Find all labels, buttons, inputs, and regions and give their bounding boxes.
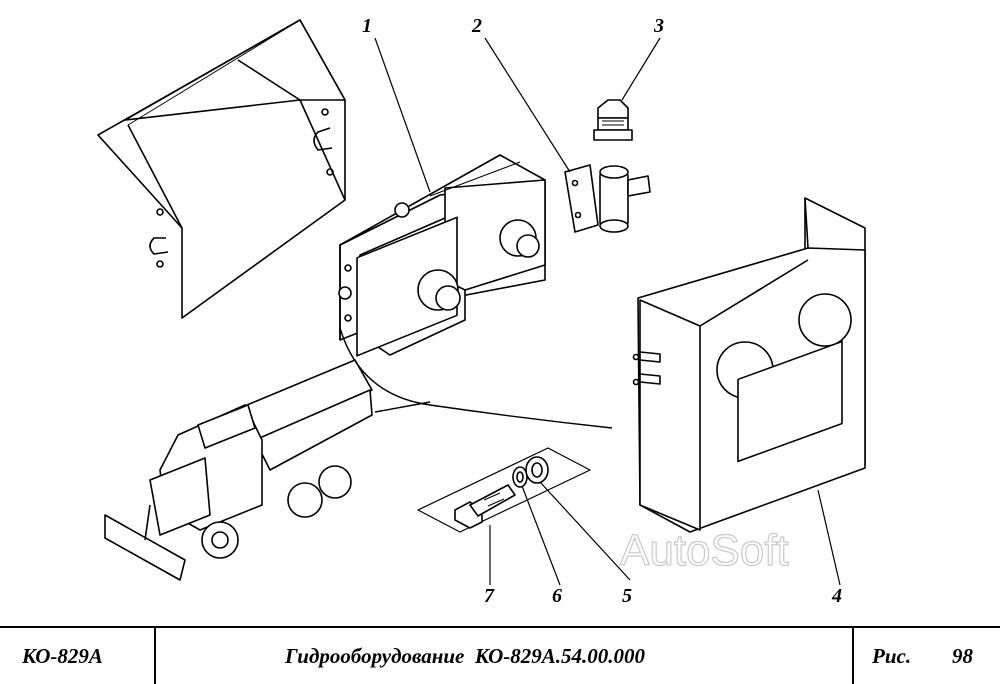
watermark: AutoSoft (620, 526, 789, 575)
exploded-parts-diagram: 1 2 3 4 5 6 7 AutoSoft (97, 15, 866, 607)
callout-1: 1 (362, 15, 372, 37)
cover-casing (632, 197, 866, 533)
figure-number: 98 (952, 643, 973, 668)
leader-5 (539, 481, 631, 581)
leader-6 (521, 485, 561, 586)
title-block: КО-829А Гидрооборудование КО-829А.54.00.… (0, 626, 1000, 684)
callout-7: 7 (484, 585, 495, 607)
leader-1 (374, 37, 431, 193)
callout-6: 6 (552, 585, 562, 607)
detail-leader-curve (339, 327, 613, 429)
truck-illustration (104, 359, 373, 581)
nipple-connector (593, 99, 633, 141)
hardware-group (417, 447, 591, 533)
callout-2: 2 (471, 15, 482, 37)
title-divider-right (852, 628, 854, 684)
callout-5: 5 (622, 585, 632, 607)
leader-2 (484, 37, 571, 173)
model-label: КО-829А (22, 643, 103, 668)
bracket-plate (97, 19, 346, 319)
callout-3: 3 (653, 15, 664, 37)
leader-4 (817, 489, 841, 586)
callout-4: 4 (831, 585, 842, 607)
figure-label: Рис. (872, 643, 912, 668)
leader-3 (621, 37, 661, 101)
drawing-title: Гидрооборудование КО-829А.54.00.000 (285, 643, 646, 668)
valve-block (338, 154, 546, 357)
title-divider-left (154, 628, 156, 684)
tee-fitting (564, 164, 651, 233)
